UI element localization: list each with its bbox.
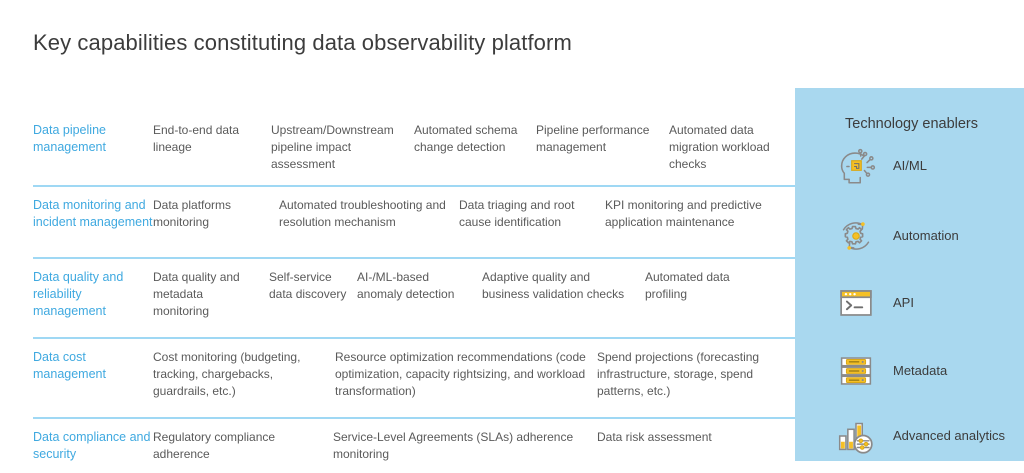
server-stack-icon [833,348,879,394]
matrix-row: Data pipeline management End-to-end data… [33,112,795,185]
page-title: Key capabilities constituting data obser… [33,30,572,55]
capability-cell: Data triaging and root cause identificat… [459,198,575,229]
capability-cell: Cost monitoring (budgeting, tracking, ch… [153,350,301,398]
terminal-window-icon [833,280,879,326]
capability-cell: KPI monitoring and predictive applicatio… [605,198,762,229]
capability-cell: Automated troubleshooting and resolution… [279,198,446,229]
capability-cell: Data quality and metadata monitoring [153,270,240,318]
enabler-label: Advanced analytics [893,428,1006,443]
enabler-label: API [893,295,914,310]
gear-cycle-icon [833,213,879,259]
capability-cell: AI-/ML-based anomaly detection [357,270,455,301]
ai-brain-chip-icon [833,143,879,189]
row-items: Cost monitoring (budgeting, tracking, ch… [153,339,795,410]
technology-enablers-panel: Technology enablers [795,88,1024,461]
capability-cell: End-to-end data lineage [153,123,240,154]
capability-cell: Upstream/Downstream pipeline impact asse… [271,123,394,171]
row-category-label: Data monitoring and incident management [33,198,153,229]
capability-cell: Self-service data discovery [269,270,347,301]
row-category-label: Data cost management [33,350,106,381]
enabler-label: Automation [893,228,959,243]
bar-chart-magnifier-icon [833,413,879,459]
row-items: Regulatory compliance adherence Service-… [153,419,795,473]
enabler-label: AI/ML [893,158,927,173]
enabler-item-automation: Automation [833,213,959,259]
capability-cell: Pipeline performance management [536,123,650,154]
row-items: End-to-end data lineage Upstream/Downstr… [153,112,795,183]
row-items: Data platforms monitoring Automated trou… [153,187,795,241]
matrix-row: Data monitoring and incident management … [33,185,795,257]
slide-canvas: Key capabilities constituting data obser… [33,30,1024,461]
capability-cell: Data platforms monitoring [153,198,232,229]
capability-cell: Automated data migration workload checks [669,123,770,171]
matrix-row: Data compliance and security Regulatory … [33,417,795,473]
row-category-label: Data pipeline management [33,123,106,154]
capability-cell: Automated data profiling [645,270,730,301]
capability-cell: Service-Level Agreements (SLAs) adherenc… [333,430,574,461]
enabler-item-advanced-analytics: Advanced analytics [833,413,1005,459]
capabilities-matrix: Data pipeline management End-to-end data… [33,112,795,473]
matrix-row: Data cost management Cost monitoring (bu… [33,337,795,417]
row-category-label: Data compliance and security [33,430,151,461]
enabler-item-ai-ml: AI/ML [833,143,927,189]
row-items: Data quality and metadata monitoring Sel… [153,259,795,330]
matrix-row: Data quality and reliability management … [33,257,795,337]
capability-cell: Resource optimization recommendations (c… [335,350,586,398]
enabler-item-metadata: Metadata [833,348,947,394]
capability-cell: Data risk assessment [597,430,712,444]
enabler-label: Metadata [893,363,948,378]
capability-cell: Regulatory compliance adherence [153,430,276,461]
capability-cell: Automated schema change detection [414,123,518,154]
row-category-label: Data quality and reliability management [33,270,124,318]
capability-cell: Adaptive quality and business validation… [482,270,625,301]
panel-title: Technology enablers [845,116,979,132]
enabler-item-api: API [833,280,914,326]
capability-cell: Spend projections (forecasting infrastru… [597,350,760,398]
